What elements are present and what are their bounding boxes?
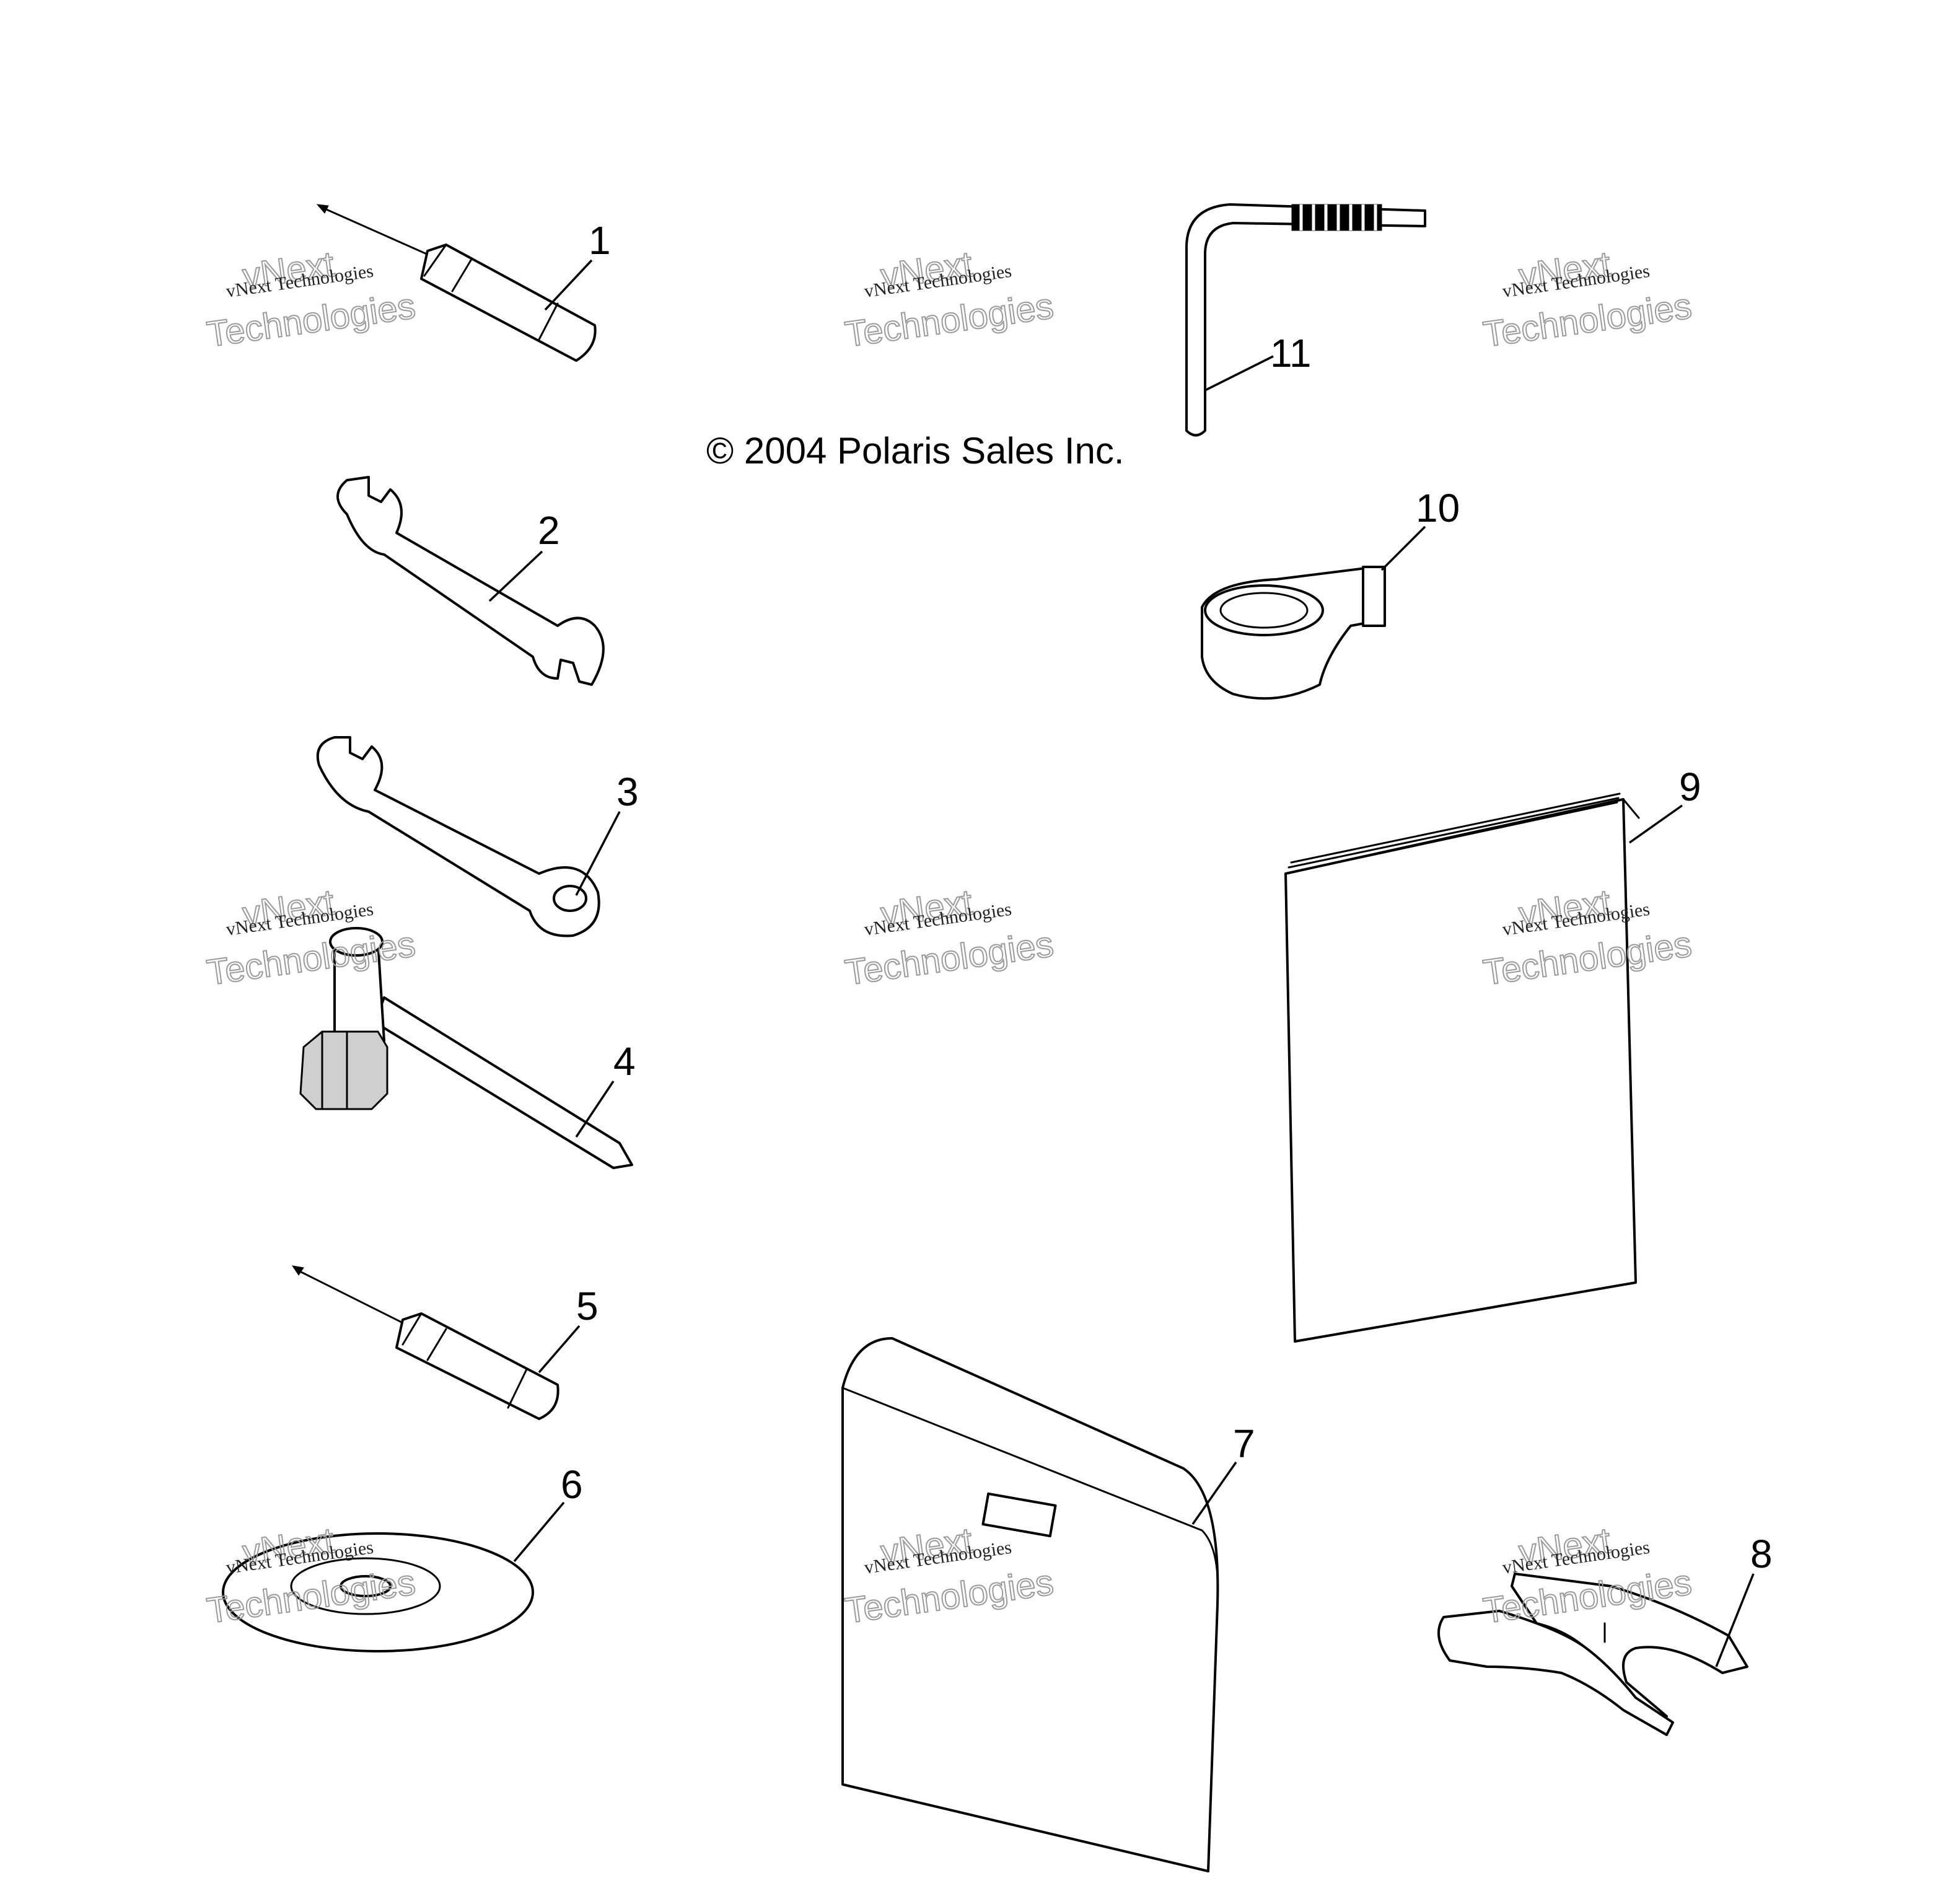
- callout-3: 3: [616, 770, 639, 814]
- part-4-plug-wrench: [299, 927, 633, 1169]
- callout-labels: 1 2 3 4 5 6 7 8 9 10 11: [538, 218, 1773, 1576]
- part-1-screwdriver: [316, 204, 597, 362]
- leader-lines: [488, 259, 1755, 1667]
- watermark: vNext vNext Technologies Technologies: [842, 243, 1056, 356]
- part-9-manual: [1284, 792, 1640, 1343]
- part-2-wrench: [336, 476, 605, 686]
- callout-10: 10: [1416, 486, 1460, 530]
- copyright-text: © 2004 Polaris Sales Inc.: [706, 430, 1125, 472]
- watermark: vNext vNext Technologies Technologies: [842, 882, 1056, 994]
- part-11-hex-key: [1185, 203, 1426, 437]
- part-3-wrench: [316, 736, 600, 937]
- part-5-screwdriver: [291, 1265, 559, 1420]
- callout-11: 11: [1270, 331, 1311, 375]
- watermark: vNext vNext Technologies Technologies: [1480, 243, 1695, 356]
- part-8-bracket: [1437, 1573, 1748, 1736]
- callout-6: 6: [561, 1462, 583, 1507]
- part-6-disc: [222, 1532, 534, 1652]
- part-7-folder: [841, 1337, 1219, 1872]
- callout-9: 9: [1679, 765, 1701, 809]
- callout-8: 8: [1750, 1532, 1773, 1576]
- callout-2: 2: [538, 508, 560, 553]
- watermark: vNext vNext Technologies Technologies: [204, 243, 418, 356]
- watermark: vNext vNext Technologies Technologies: [204, 882, 418, 994]
- callout-7: 7: [1233, 1421, 1255, 1466]
- callout-5: 5: [576, 1284, 599, 1328]
- hex-key-grip: [1291, 204, 1382, 231]
- callout-4: 4: [613, 1039, 636, 1084]
- callout-1: 1: [589, 218, 611, 263]
- part-10-strap-roll: [1201, 566, 1386, 700]
